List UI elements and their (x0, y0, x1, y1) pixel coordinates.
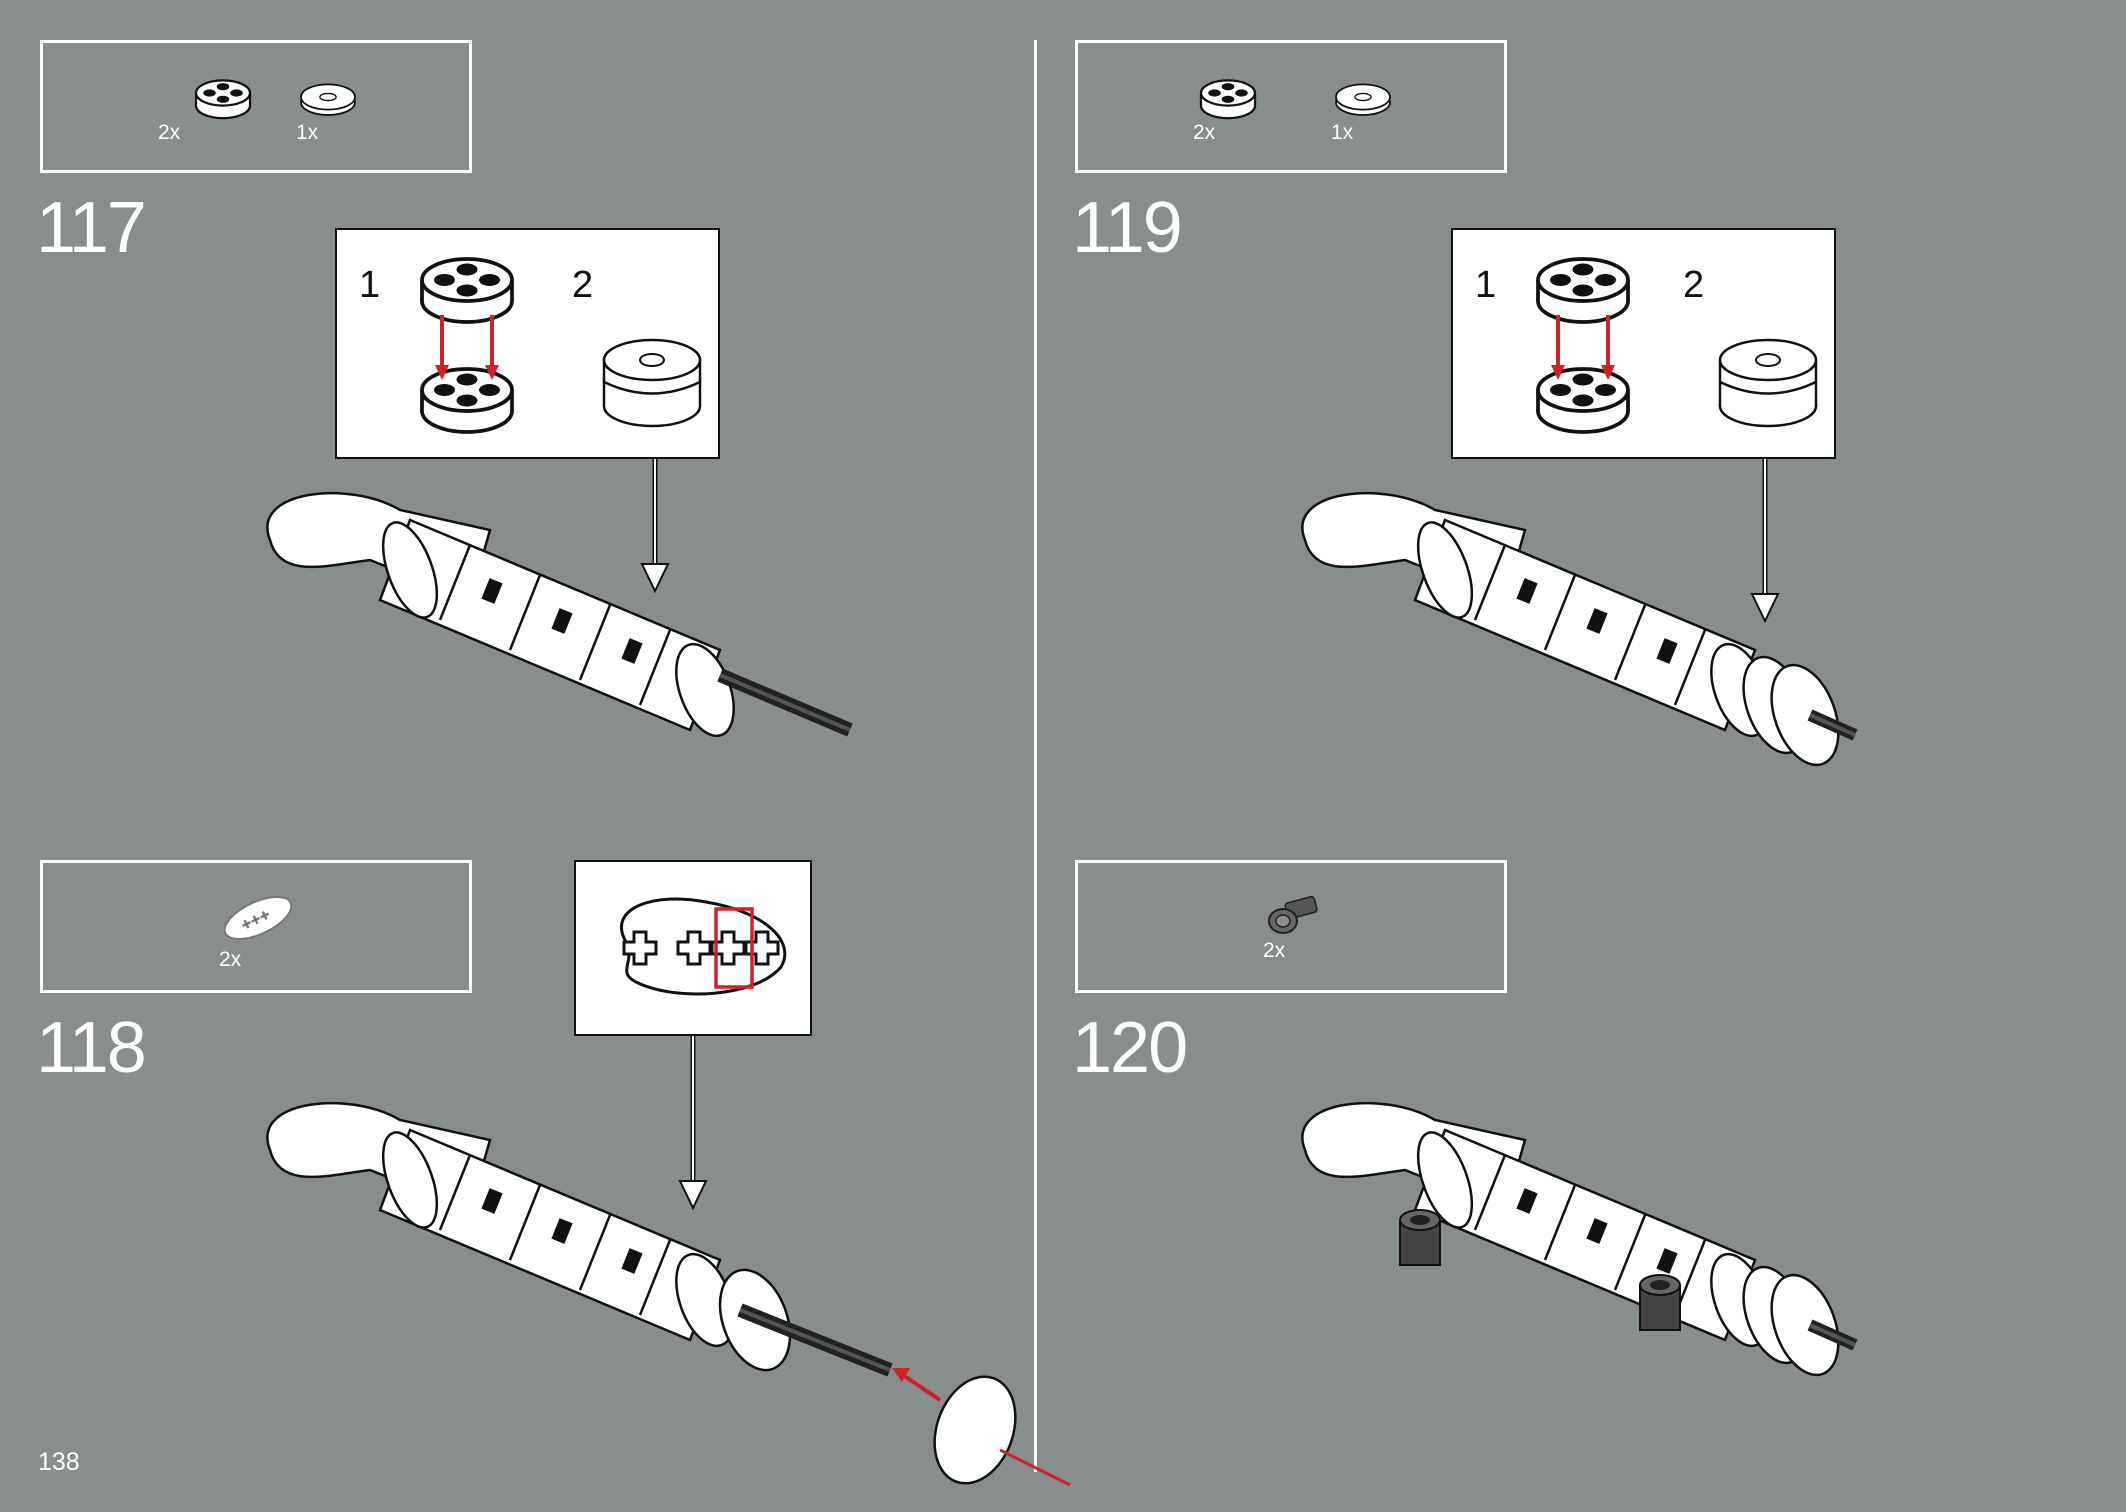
stacked-round-tiles-diagram (1718, 338, 1818, 428)
step-number: 120 (1072, 1008, 1188, 1088)
stacked-round-tiles-diagram (602, 338, 702, 428)
part-detail-callout-118 (574, 860, 812, 1036)
round-plate-2x2-white-icon (194, 79, 252, 120)
lightsaber-hilt-model (1301, 1101, 1858, 1377)
step-number: 118 (36, 1008, 147, 1088)
page-divider (1034, 40, 1037, 1472)
sub-assembly-callout-119: 1 2 (1451, 228, 1836, 459)
part-qty: 2x (1263, 939, 1286, 962)
lightsaber-hilt-model (266, 1101, 1071, 1487)
part-qty: 2x (158, 121, 181, 144)
bush-connector-dark-gray-icon (1399, 1209, 1441, 1266)
sub-step-number: 2 (572, 264, 594, 306)
round-tile-2x2-white-icon (1335, 83, 1391, 116)
lightsaber-hilt-model (1301, 491, 1858, 767)
part-qty: 1x (296, 121, 319, 144)
part-qty: 1x (1331, 121, 1354, 144)
oval-plate-white-icon: ✚✚✚ (223, 895, 293, 941)
step-number: 119 (1072, 188, 1183, 268)
callout-pointer-arrow (1750, 459, 1780, 624)
sub-step-number: 1 (1475, 264, 1497, 306)
sub-step-number: 2 (1683, 264, 1705, 306)
sub-step-number: 1 (359, 264, 381, 306)
callout-pointer-arrow (678, 1036, 708, 1211)
part-qty: 2x (219, 948, 242, 971)
round-plate-2x2-white-icon (1199, 79, 1257, 120)
page-number: 138 (38, 1448, 80, 1476)
stack-plates-diagram (1536, 257, 1630, 434)
round-tile-2x2-white-icon (300, 83, 356, 116)
parts-list-119: 2x 1x (1075, 40, 1507, 173)
parts-list-120: 2x (1075, 860, 1507, 993)
bush-connector-dark-gray-icon (1268, 895, 1318, 934)
bush-connector-dark-gray-icon (1639, 1274, 1681, 1331)
oval-plate-cross-holes-detail (620, 897, 787, 996)
step-number: 117 (36, 188, 147, 268)
stack-plates-diagram (420, 257, 514, 434)
lightsaber-hilt-model (266, 491, 853, 745)
parts-list-117: 2x 1x (40, 40, 472, 173)
callout-pointer-arrow (640, 459, 670, 594)
part-qty: 2x (1193, 121, 1216, 144)
parts-list-118: ✚✚✚ 2x (40, 860, 472, 993)
sub-assembly-callout-117: 1 2 (335, 228, 720, 459)
